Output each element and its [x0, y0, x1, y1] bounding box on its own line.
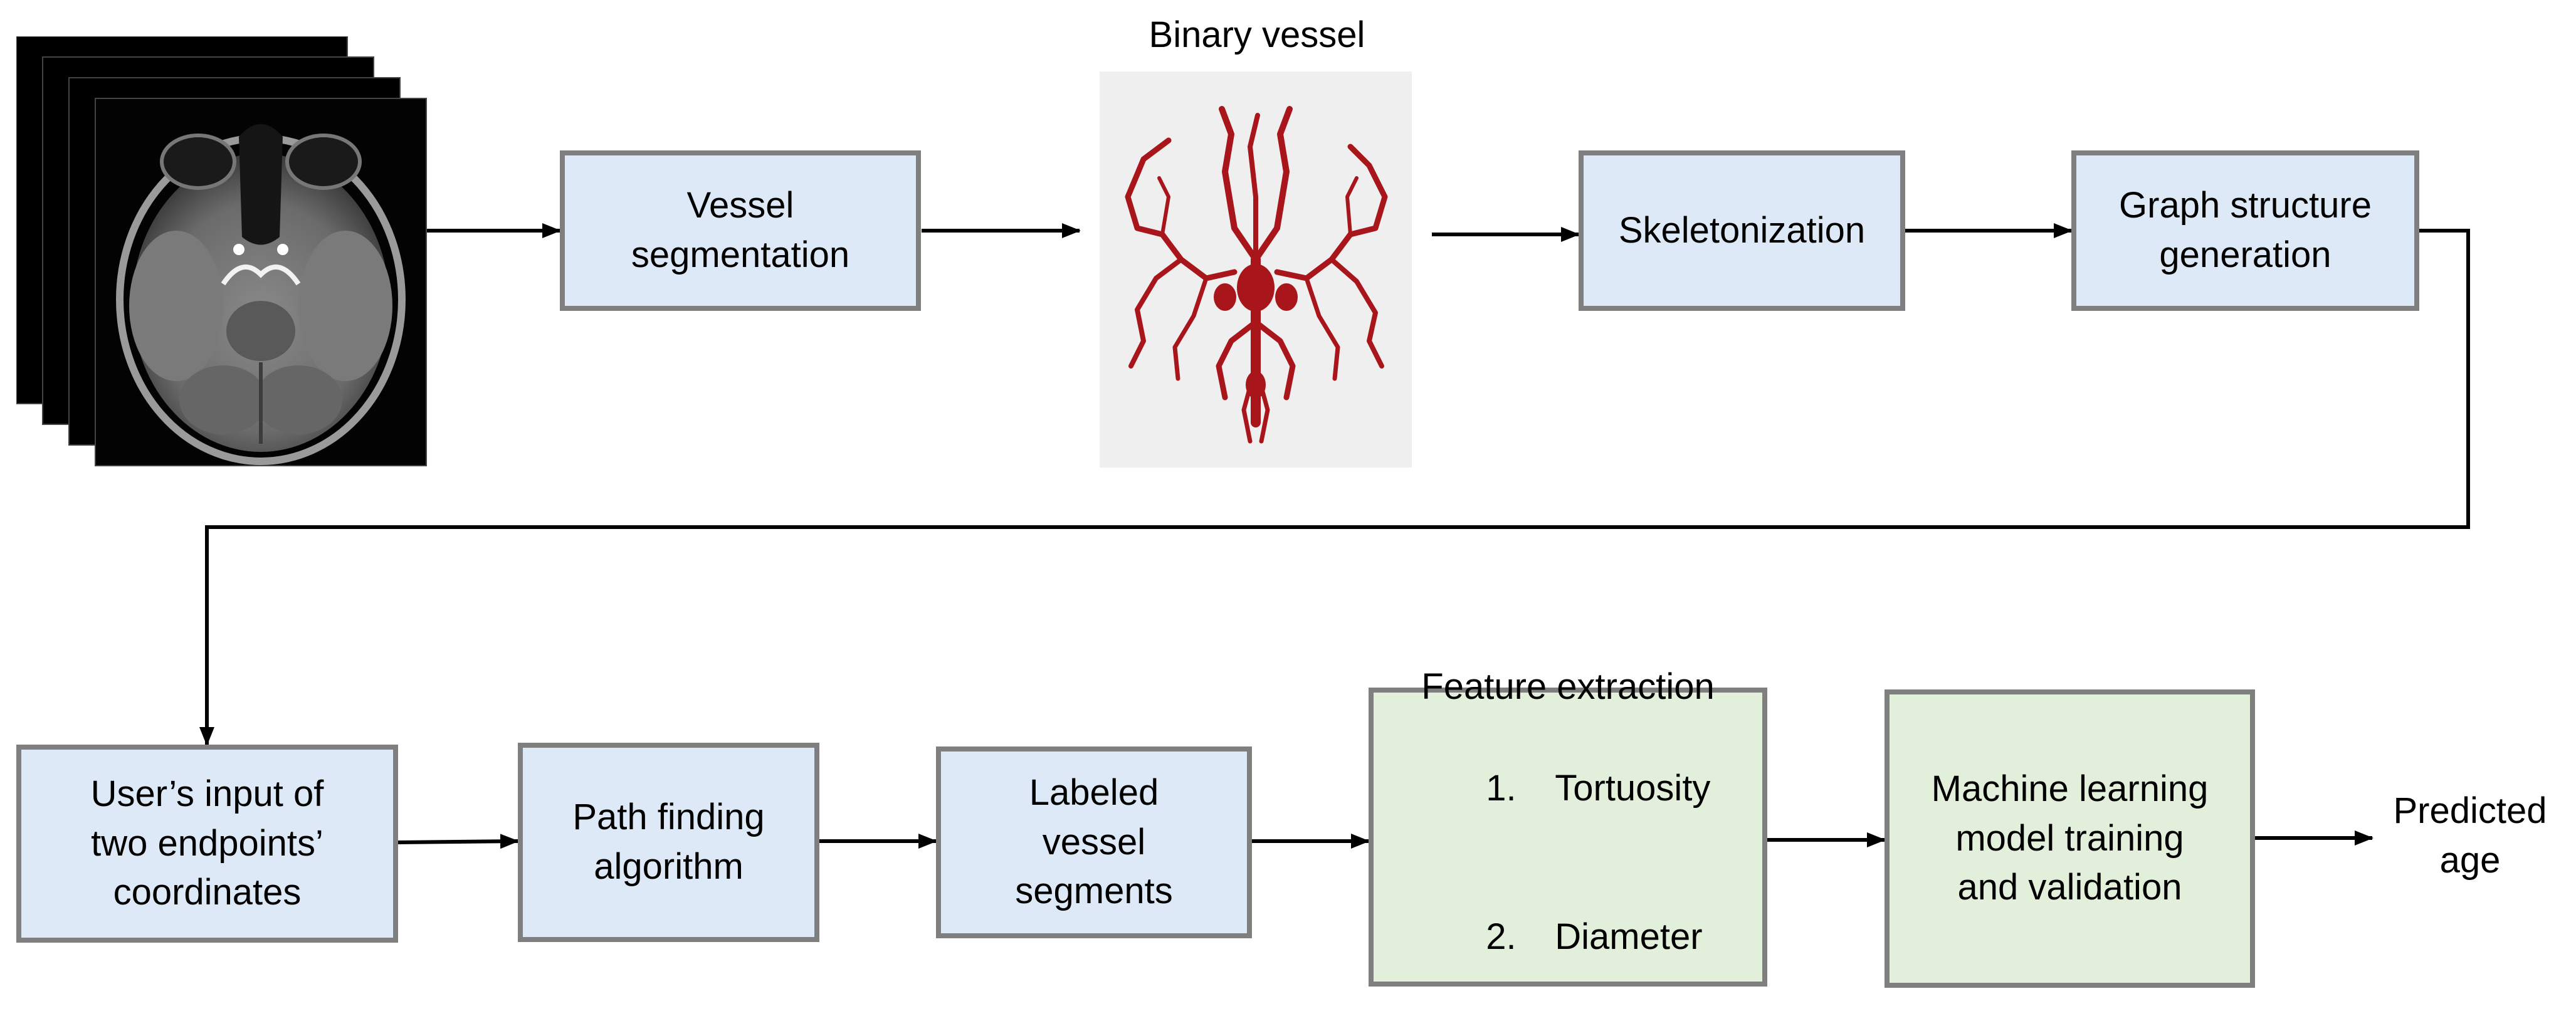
feature-extraction-title: Feature extraction — [1421, 666, 1715, 708]
feature-extraction-box: Feature extraction 1. Tortuosity 2. Diamet… — [1369, 666, 1767, 987]
feature-item-number: 2. — [1486, 916, 1517, 957]
arrow-graph-to-user-input — [199, 229, 2470, 746]
labeled-segments-label: Labeled vessel segments — [1015, 772, 1173, 912]
feature-item-text: Diameter — [1555, 916, 1703, 957]
binary-vessel-render-image — [1100, 71, 1412, 468]
feature-item-diameter: 2. Diameter — [1426, 863, 1711, 1012]
feature-list: 1. Tortuosity 2. Diameter — [1426, 715, 1711, 1012]
user-input-label: User’s input of two endpoints’ coordinat… — [90, 773, 324, 913]
vessel-segmentation-box: Vessel segmentation — [560, 150, 921, 311]
feature-item-text: Tortuosity — [1555, 768, 1711, 809]
predicted-age-label: Predicted age — [2393, 790, 2547, 881]
vessel-segmentation-label: Vessel segmentation — [631, 185, 850, 275]
arrow-input-to-pathfinding — [397, 834, 519, 849]
labeled-segments-box: Labeled vessel segments — [936, 746, 1252, 938]
skeletonization-box: Skeletonization — [1579, 150, 1905, 311]
graph-structure-box: Graph structure generation — [2071, 150, 2419, 311]
path-finding-label: Path finding algorithm — [572, 797, 765, 887]
ml-model-box: Machine learning model training and vali… — [1885, 689, 2255, 988]
ml-model-label: Machine learning model training and vali… — [1931, 768, 2209, 908]
binary-vessel-title: Binary vessel — [1149, 14, 1365, 55]
graph-structure-label: Graph structure generation — [2119, 185, 2372, 275]
feature-item-number: 1. — [1486, 768, 1517, 809]
path-finding-box: Path finding algorithm — [518, 743, 819, 942]
mri-slice-stack-image — [16, 36, 427, 466]
user-input-box: User’s input of two endpoints’ coordinat… — [16, 745, 398, 943]
feature-item-tortuosity: 1. Tortuosity — [1426, 715, 1711, 863]
skeletonization-label: Skeletonization — [1618, 209, 1866, 251]
